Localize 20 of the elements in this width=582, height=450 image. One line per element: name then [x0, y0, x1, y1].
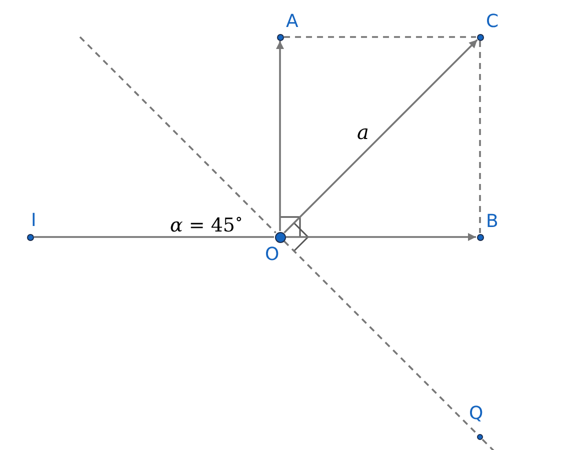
point	[476, 234, 484, 240]
dashed-line	[482, 438, 495, 450]
point	[276, 34, 284, 40]
point-label: A	[286, 13, 298, 31]
arrow	[286, 233, 476, 241]
point	[477, 434, 483, 440]
point-label: O	[265, 246, 280, 264]
point-label: Q	[469, 405, 484, 423]
point	[476, 34, 484, 40]
point-label: B	[486, 213, 498, 231]
dashed-line	[79, 36, 276, 234]
point-label: C	[486, 13, 499, 31]
point	[26, 234, 34, 240]
arrow	[276, 41, 284, 231]
arrow	[284, 39, 478, 234]
point-label: I	[31, 212, 36, 230]
point	[274, 232, 286, 242]
dashed-line	[284, 240, 478, 436]
dashed-line	[284, 36, 476, 38]
dashed-line	[479, 41, 481, 233]
